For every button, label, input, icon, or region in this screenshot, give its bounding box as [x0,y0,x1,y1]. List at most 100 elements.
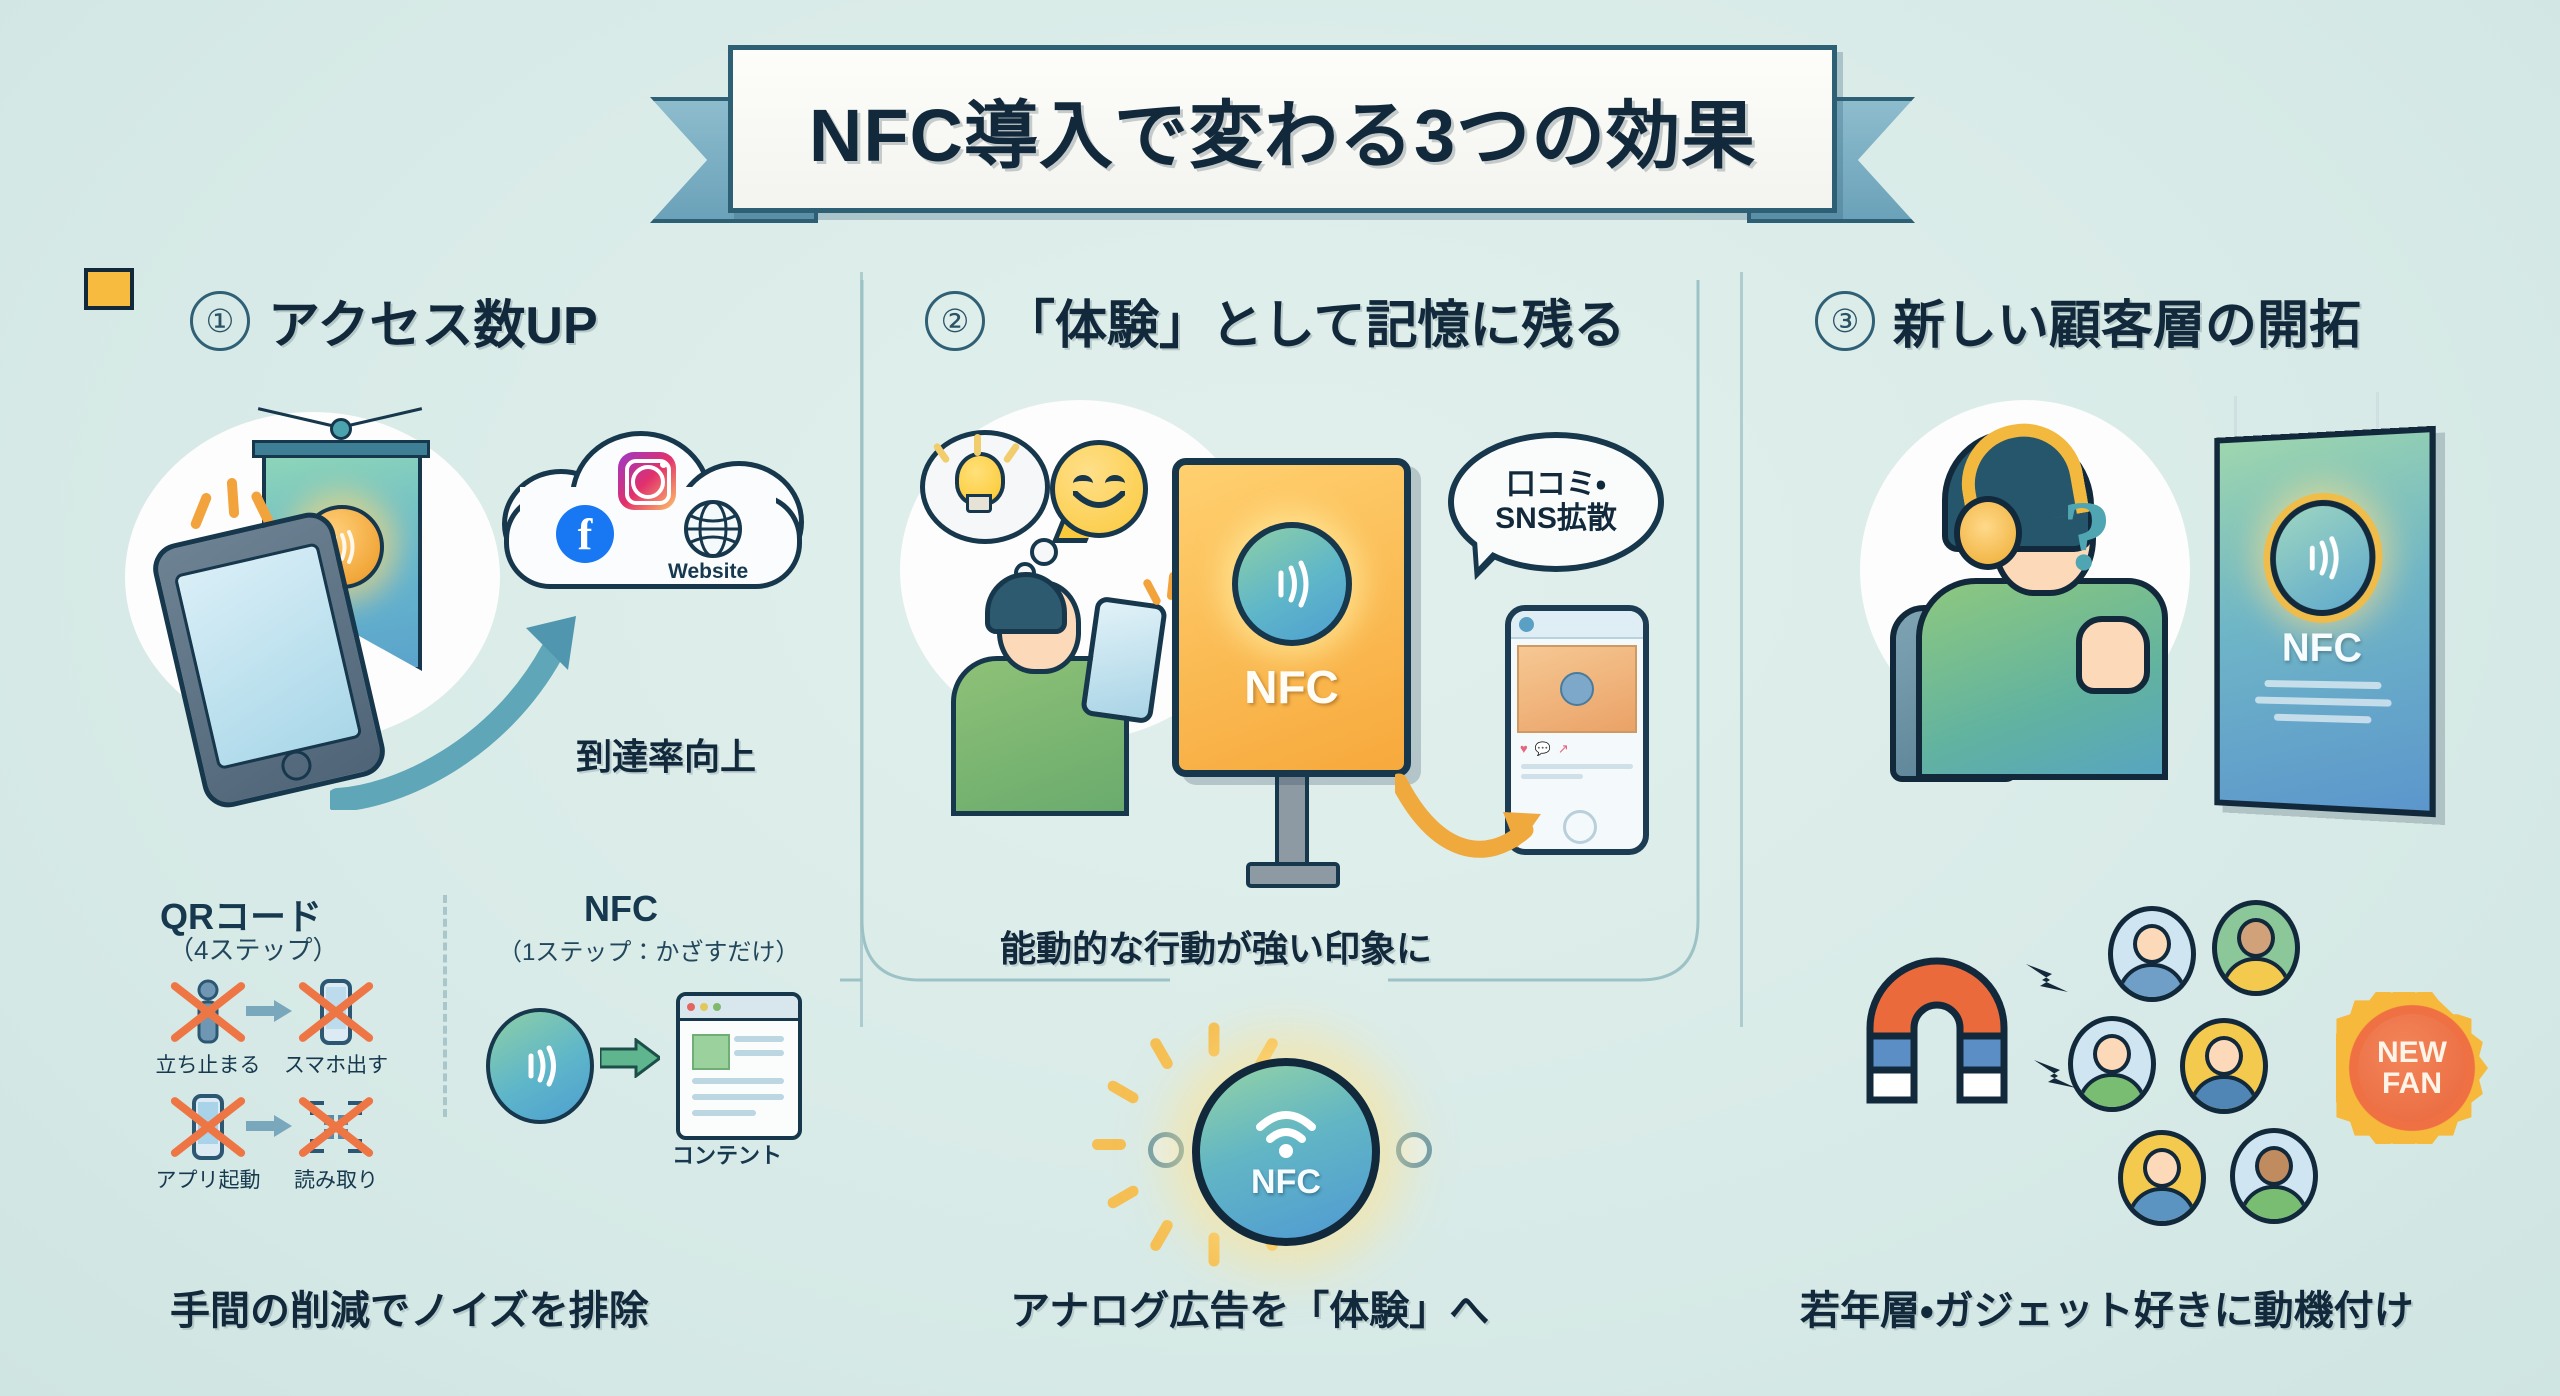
sign-base [1246,862,1340,888]
doc-text-line [734,1036,784,1042]
avatar-head [2143,1148,2181,1188]
nfc-hub-label: NFC [1251,1162,1321,1201]
social-app-header [1511,611,1643,639]
poster-text-line [2273,713,2371,724]
nfc-comparison-title: NFC [584,888,658,929]
sns-bubble-tail-inner [1471,532,1508,570]
avatar [2068,1016,2156,1112]
connector-node-right [1396,1132,1432,1168]
growth-arrow-icon [330,616,576,810]
phone-app-icon [152,1090,264,1164]
funnel-connectors [840,280,1700,982]
instagram-dot [660,461,667,468]
backpack-patch [84,268,134,310]
title-plate: NFC導入で変わる3つの効果 [728,45,1837,213]
doc-text-line [734,1050,784,1056]
doc-text-line [692,1078,784,1084]
nfc-comparison-subtitle: （1ステップ：かざすだけ） [498,939,800,966]
nfc-flow-arrow-icon [600,1038,660,1078]
column-2-number: ② [925,290,985,351]
nfc-signage-label: NFC [1244,660,1339,713]
avatar [2230,1128,2318,1224]
person-hand [2076,616,2150,694]
connector-node-left [1148,1132,1184,1168]
headphone-cup-icon [1954,496,2022,570]
avatar-head [2133,924,2171,964]
column-3-header: ③ 新しい顧客層の開拓 [1815,283,2361,358]
nfc-wave-icon [2269,498,2375,617]
column-2-footer-caption: アナログ広告を「体験」へ [1010,1289,1490,1333]
qr-step-4: 読み取り [280,1090,392,1194]
avatar [2108,906,2196,1002]
doc-dot-yellow [700,1003,708,1011]
poster-text-line [2254,696,2392,707]
poster-text-line [2264,680,2381,690]
avatar-body [2221,957,2291,991]
column-2-header: ② 「体験」として記憶に残る [925,283,1625,358]
doc-dot-green [713,1003,721,1011]
share-icon: ↗ [1557,741,1569,756]
column-1-header: ① アクセス数UP [190,283,598,358]
bolt-icon [2034,1060,2076,1088]
smiley-eye [1073,475,1093,492]
column-3-heading: 新しい顧客層の開拓 [1893,297,2362,355]
instagram-frame [625,459,671,505]
lightbulb-base [966,494,992,513]
qr-step-2-label: スマホ出す [283,1054,389,1077]
column-2-mid-caption: 能動的な行動が強い印象に [1000,928,1433,969]
qr-comparison-subtitle: （4ステップ） [168,935,339,965]
column-1-number: ① [190,290,250,351]
spark-icon [974,434,981,456]
young-person-illustration [1880,414,2180,782]
bolt-icon [2026,964,2068,992]
content-page-icon [676,992,802,1140]
globe-icon [682,498,744,560]
phone-icon [280,975,392,1049]
nfc-wave-icon [1231,521,1352,646]
person-hair [985,572,1067,634]
social-text-line [1521,764,1633,769]
content-label: コンテント [672,1143,783,1168]
qr-scan-icon [280,1090,392,1164]
poster-string [2234,396,2237,444]
qr-step-1-label: 立ち止まる [155,1054,261,1077]
flag-hook [330,418,352,440]
badge-line-2: FAN [2382,1067,2442,1100]
column-1-heading: アクセス数UP [268,297,598,355]
page-title: NFC導入で変わる3つの効果 [808,93,1757,177]
website-label: Website [668,560,749,583]
step-arrow-icon [246,1115,292,1137]
column-3-number: ③ [1815,290,1875,351]
column-1-footer-caption: 手間の削減でノイズを排除 [170,1289,649,1333]
avatar [2180,1018,2268,1114]
avatar-head [2205,1036,2243,1076]
qr-step-2: スマホ出す [280,975,392,1079]
avatar-head [2255,1146,2293,1186]
doc-dot-red [687,1003,695,1011]
poster-string [2376,392,2379,436]
sns-bubble-line-2: SNS拡散 [1495,502,1617,535]
nfc-hub-badge: NFC [1192,1058,1380,1246]
share-arrow-icon [1395,773,1541,858]
qr-step-3: アプリ起動 [152,1090,264,1194]
instagram-lens [631,465,665,499]
flag-rod [252,440,430,458]
nfc-poster-label: NFC [2281,625,2363,671]
avatar [2118,1130,2206,1226]
avatar [2212,900,2300,996]
smiley-face-icon [1050,440,1148,538]
doc-titlebar [680,996,798,1021]
avatar-body [2127,1187,2197,1221]
smiley-eye [1105,475,1125,492]
nfc-poster: NFC [2214,425,2436,818]
social-reaction-icons: ♥ 💬 ↗ [1511,739,1643,759]
phone-home-button [1563,810,1597,844]
new-fan-badge: NEW FAN [2336,992,2488,1144]
qr-step-4-label: 読み取り [294,1169,378,1192]
column-divider-2 [1740,272,1743,1027]
magnet-icon [1866,957,2008,1104]
avatar [1519,616,1534,632]
title-banner: NFC導入で変わる3つの効果 [650,45,1915,223]
sns-speech-bubble: 口コミ・ SNS拡散 [1448,432,1664,572]
